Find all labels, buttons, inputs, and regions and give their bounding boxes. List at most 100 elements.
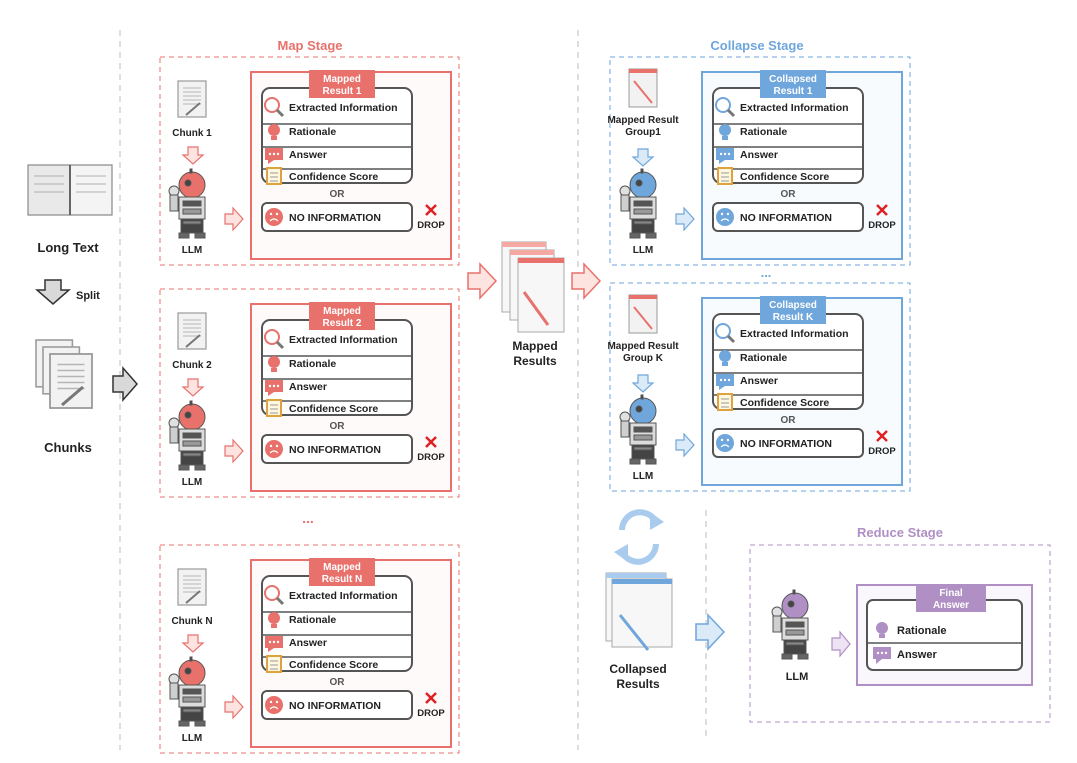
map-group-1-result-title-2: Result 1 (323, 86, 362, 97)
collapse-group-1-llm-arrow-icon (675, 206, 695, 232)
collapse-group-2-llm-label: LLM (633, 471, 654, 482)
collapse-group-2-extracted-label: Extracted Information (740, 328, 849, 340)
collapse-group-2-sad-face-icon (716, 434, 734, 452)
mapped-results-label-2: Results (513, 354, 557, 368)
map-group-3-or-label: OR (330, 677, 346, 688)
collapse-group-1-down-arrow-icon (631, 148, 655, 167)
final-answer-title-1: Final (939, 588, 963, 599)
map-group-2-llm-label: LLM (182, 477, 203, 488)
map-group-3-result-title-2: Result N (322, 574, 363, 585)
map-group-2-no-info-box (261, 434, 413, 464)
map-group-3-result-badge (309, 558, 375, 586)
map-group-1-no-info-label: NO INFORMATION (289, 212, 381, 224)
collapse-group-2-no-info-box (712, 428, 864, 458)
map-group-3-result-title-1: Mapped (323, 562, 361, 573)
collapse-group-2-drop-x-icon (876, 430, 888, 442)
collapse-group-2-rationale-label: Rationale (740, 352, 787, 364)
map-group-1-chat-icon (265, 148, 283, 164)
map-group-1-result-badge (309, 70, 375, 98)
map-group-3-rationale-label: Rationale (289, 614, 336, 626)
map-group-2-down-arrow-icon (181, 378, 205, 397)
map-group-2-no-info-label: NO INFORMATION (289, 444, 381, 456)
map-group-1-drop-x-icon (425, 204, 437, 216)
collapse-group-2-box (609, 282, 911, 492)
map-group-1-answer-label: Answer (289, 149, 327, 161)
map-group-2-drop-x-icon (425, 436, 437, 448)
map-group-3-chat-icon (265, 636, 283, 652)
collapse-group-1-llm-robot-icon (619, 168, 657, 239)
map-group-3-sad-face-icon (265, 696, 283, 714)
map-group-3-llm-label: LLM (182, 733, 203, 744)
collapse-group-1-result-title-2: Result 1 (774, 86, 813, 97)
collapse-group-2-llm-robot-icon (619, 394, 657, 465)
collapse-group-1-bulb-icon (719, 124, 731, 140)
map-group-3-down-arrow-icon (181, 634, 205, 653)
map-group-1-extracted-label: Extracted Information (289, 102, 398, 114)
map-group-2-clipboard-icon (266, 399, 282, 417)
long-text-book-icon (27, 164, 113, 216)
collapse-ellipsis: ... (761, 265, 772, 280)
split-label: Split (76, 290, 100, 302)
map-group-2-answer-label: Answer (289, 381, 327, 393)
collapse-group-1-no-info-box (712, 202, 864, 232)
map-group-1-chunk-doc-icon (177, 80, 207, 118)
collapse-group-1-chat-icon (716, 148, 734, 164)
collapse-group-2-drop-label: DROP (868, 446, 896, 457)
collapse-group-2-result-title-2: Result K (773, 312, 814, 323)
map-group-3-llm-arrow-icon (224, 694, 244, 720)
map-group-1-result-title-1: Mapped (323, 74, 361, 85)
cycle-icon (614, 509, 664, 565)
collapse-to-reduce-arrow-icon (695, 613, 726, 651)
collapsed-results-stack-icon (605, 572, 673, 651)
collapse-group-2-chat-icon (716, 374, 734, 390)
collapse-group-2-group-label-1: Mapped Result (607, 341, 679, 352)
collapse-group-1-no-info-label: NO INFORMATION (740, 212, 832, 224)
map-group-3-confidence-label: Confidence Score (289, 659, 378, 671)
map-group-2-drop-label: DROP (417, 452, 445, 463)
reduce-llm-label: LLM (786, 671, 809, 683)
collapsed-results-label-1: Collapsed (609, 662, 666, 676)
map-group-2-result-badge (309, 302, 375, 330)
map-stage-title: Map Stage (277, 38, 342, 53)
map-group-3-chunk-doc-icon (177, 568, 207, 606)
collapse-group-1-llm-label: LLM (633, 245, 654, 256)
collapse-group-2-mapped-doc-icon (628, 294, 658, 334)
map-group-1-down-arrow-icon (181, 146, 205, 165)
map-group-2-chunk-label: Chunk 2 (172, 360, 212, 371)
collapse-group-2-down-arrow-icon (631, 374, 655, 393)
mapped-results-stack-icon (501, 241, 565, 333)
collapse-group-1-group-label-1: Mapped Result (607, 115, 679, 126)
map-group-1-drop-label: DROP (417, 220, 445, 231)
map-group-2-rationale-label: Rationale (289, 358, 336, 370)
long-text-label: Long Text (37, 240, 99, 255)
collapse-group-1-box (609, 56, 911, 266)
input-to-map-arrow-icon (112, 366, 138, 402)
map-group-3-drop-label: DROP (417, 708, 445, 719)
mapped-results-label-1: Mapped (512, 339, 557, 353)
map-group-3-chunk-label: Chunk N (171, 616, 212, 627)
map-group-2-result-title-1: Mapped (323, 306, 361, 317)
map-ellipsis: ... (302, 510, 314, 526)
map-group-3-answer-label: Answer (289, 637, 327, 649)
final-rationale-label: Rationale (897, 625, 947, 637)
chunks-label: Chunks (44, 440, 92, 455)
collapse-group-1-drop-label: DROP (868, 220, 896, 231)
collapse-group-2-answer-label: Answer (740, 375, 778, 387)
map-group-2-sad-face-icon (265, 440, 283, 458)
map-group-3-bulb-icon (268, 612, 280, 628)
collapsed-results-label-2: Results (616, 677, 660, 691)
map-group-2-llm-arrow-icon (224, 438, 244, 464)
collapse-group-1-clipboard-icon (717, 167, 733, 185)
collapse-group-2-bulb-icon (719, 350, 731, 366)
collapse-group-1-confidence-label: Confidence Score (740, 171, 829, 183)
final-answer-chat-icon (873, 647, 891, 664)
map-group-1-or-label: OR (330, 189, 346, 200)
collapse-group-1-result-title-1: Collapsed (769, 74, 817, 85)
final-answer-badge (916, 584, 986, 612)
map-group-2-box (159, 288, 460, 498)
map-group-1-no-info-box (261, 202, 413, 232)
